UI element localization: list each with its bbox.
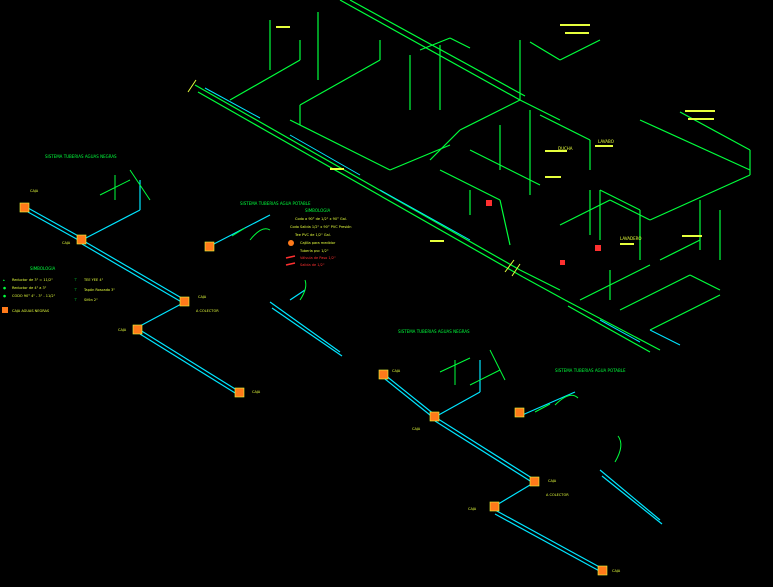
valve-icon [285,255,296,259]
left-caja-boxes [19,202,245,398]
title-bottom-aguas-negras: SISTEMA TUBERIAS AGUAS NEGRAS [398,329,470,334]
left-caja-labels: CAJA CAJA CAJA A COLECTOR CAJA CAJA [30,189,261,394]
legend-item: ⊤ Tapón Roscado 3" [74,288,115,292]
svg-text:Reductor de 3" = 11/2": Reductor de 3" = 11/2" [12,278,53,282]
triangle-icon: ▴ [3,278,5,282]
box-icon [2,307,8,313]
medidor-box [204,241,215,252]
svg-text:Sifón 2": Sifón 2" [84,298,98,302]
legend-item: ⊤ TEE YEE 4" [74,278,104,282]
svg-text:Reductor de 4" a 3": Reductor de 4" a 3" [12,286,47,290]
legend-item: Tubería pvc 1/2" [299,249,329,253]
legend-item: ● CODO 90° 4" - 3" - 11/2" [3,294,56,298]
left-fixtures [99,169,151,201]
bottom-sewer-pipes [384,360,606,575]
legend-item: ⊤ Sifón 2" [74,298,98,302]
left-sewer-pipes [27,180,241,397]
caja-label: CAJA [30,189,39,193]
svg-text:TEE YEE 4": TEE YEE 4" [83,278,104,282]
title-center-agua-potable: SISTEMA TUBERIAS AGUA POTABLE [240,201,311,206]
outlet-icon [285,262,296,266]
legend-item: Cajilla para medidor [300,241,336,245]
callout-lavadero: LAVADERO [620,236,642,241]
legend-item: CAJA AGUAS NEGRAS [2,307,50,313]
svg-text:CAJA AGUAS NEGRAS: CAJA AGUAS NEGRAS [12,309,50,313]
caja-label: CAJA [392,369,401,373]
right-potable-fixtures [534,394,622,463]
legend-item: Salida de 1/2" [300,263,325,267]
break-marks [187,79,521,277]
caja-label: CAJA [548,479,557,483]
legend-item: ▴ Reductor de 3" = 11/2" [3,278,53,282]
legend-item: Codo Salida 1/2" x 90° PVC Presión [290,225,352,229]
tee-icon: ⊤ [74,278,77,282]
left-legend: ▴ Reductor de 3" = 11/2" ● Reductor de 4… [2,278,115,313]
main-pipe-network [194,0,751,353]
legend-item: Tee PVC de 1/2" Gal. [294,233,331,237]
circle-icon: ● [3,294,6,298]
caja-label: CAJA [198,295,207,299]
circle-icon: ● [3,286,6,290]
callout-ducha: DUCHA [558,146,573,151]
a-colector-label: A COLECTOR [546,493,569,497]
medidor-box [514,407,525,418]
legend-item: Codo a 90° de 1/2" x 90° Gal. [295,217,347,221]
medidor-icon [288,240,294,246]
center-potable-fixtures [231,227,307,301]
caja-label: CAJA [468,507,477,511]
svg-text:CODO 90° 4" - 3" - 11/2": CODO 90° 4" - 3" - 11/2" [12,294,56,298]
svg-text:Tapón Roscado 3": Tapón Roscado 3" [83,288,115,292]
simbologia-center-title: SIMBOLOGIA [305,208,331,213]
simbologia-left-title: SIMBOLOGIA [30,266,56,271]
main-network-fixtures [276,24,715,245]
bottom-sewer-fixtures [439,349,506,386]
center-legend-symbols [285,240,296,266]
bottom-caja-boxes [378,369,608,576]
caja-label: CAJA [62,241,71,245]
main-network-red-marks [486,200,601,265]
legend-item: Válvula de Paso 1/2" [300,256,336,260]
tee-icon: ⊤ [74,288,77,292]
legend-item: ● Reductor de 4" a 3" [3,286,47,290]
caja-label: CAJA [252,390,261,394]
center-legend: Codo a 90° de 1/2" x 90° Gal. Codo Salid… [290,217,352,267]
bottom-caja-labels: CAJA CAJA CAJA A COLECTOR CAJA CAJA [392,369,621,573]
a-colector-label: A COLECTOR [196,309,219,313]
callout-lavabo: LAVABO [598,139,614,144]
tee-icon: ⊤ [74,298,77,302]
right-potable-pipes [519,391,663,525]
title-left-aguas-negras: SISTEMA TUBERIAS AGUAS NEGRAS [45,154,117,159]
caja-label: CAJA [612,569,621,573]
title-right-agua-potable: SISTEMA TUBERIAS AGUA POTABLE [555,368,626,373]
caja-label: CAJA [412,427,421,431]
main-network-cyan-pipes [204,87,681,346]
caja-label: CAJA [118,328,127,332]
